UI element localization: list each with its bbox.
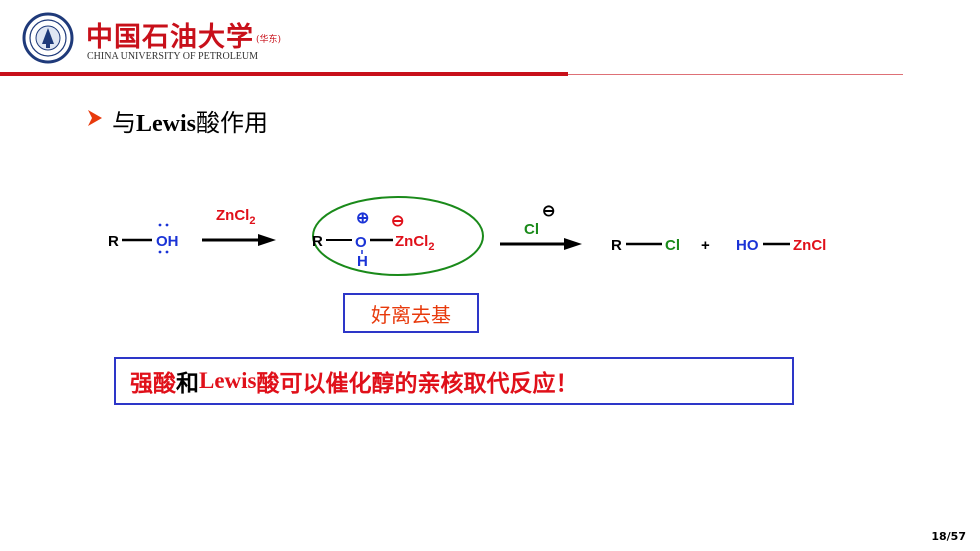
lone-pair-dots — [158, 223, 169, 254]
product-zncl: ZnCl — [793, 237, 826, 254]
reaction-scheme: R OH ZnCl2 R O ⊕ ⊖ H ZnCl2 Cl ⊖ R Cl + H… — [108, 196, 826, 276]
reactant-r: R — [108, 233, 119, 250]
plus-charge: ⊕ — [356, 210, 369, 227]
summary-part-4: 酸可以催化醇的亲核取代反应！ — [256, 371, 579, 397]
page-number: 18/57 — [931, 530, 966, 543]
heading-suffix: 酸作用 — [196, 111, 268, 137]
brand-name-main: 中国石油大学 — [86, 22, 254, 53]
section-heading: 与Lewis酸作用 — [112, 103, 268, 138]
reactant-oh: OH — [156, 233, 179, 250]
reagent-zncl2: ZnCl2 — [216, 207, 255, 227]
arrow-head-2 — [564, 238, 582, 250]
heading-bold: Lewis — [136, 111, 196, 137]
product-cl: Cl — [665, 237, 680, 254]
summary-part-3: Lewis — [199, 368, 257, 393]
heading-prefix: 与 — [112, 111, 136, 137]
arrow-head-1 — [258, 234, 276, 246]
product-ho: HO — [736, 237, 759, 254]
summary-part-1: 强酸 — [130, 371, 176, 397]
header-divider-red — [0, 72, 568, 76]
intermediate-r: R — [312, 233, 323, 250]
brand-name-cn: 中国石油大学(华东) — [86, 15, 281, 54]
leaving-group-label: 好离去基 — [343, 293, 479, 333]
reagent-chloride: Cl — [524, 221, 539, 238]
bullet-arrow-icon — [88, 110, 102, 126]
minus-charge: ⊖ — [391, 213, 404, 230]
product-r: R — [611, 237, 622, 254]
summary-part-2: 和 — [176, 371, 199, 397]
complex-highlight-ellipse — [312, 196, 484, 276]
chloride-charge: ⊖ — [542, 203, 555, 220]
university-logo — [22, 12, 74, 64]
intermediate-o: O — [355, 234, 367, 251]
intermediate-h: H — [357, 253, 368, 270]
plus-sign: + — [701, 237, 710, 254]
intermediate-zncl2: ZnCl2 — [395, 233, 434, 253]
brand-name-en: CHINA UNIVERSITY OF PETROLEUM — [87, 51, 259, 62]
brand-name-sub: (华东) — [256, 35, 282, 45]
header-divider-thin — [568, 74, 903, 75]
